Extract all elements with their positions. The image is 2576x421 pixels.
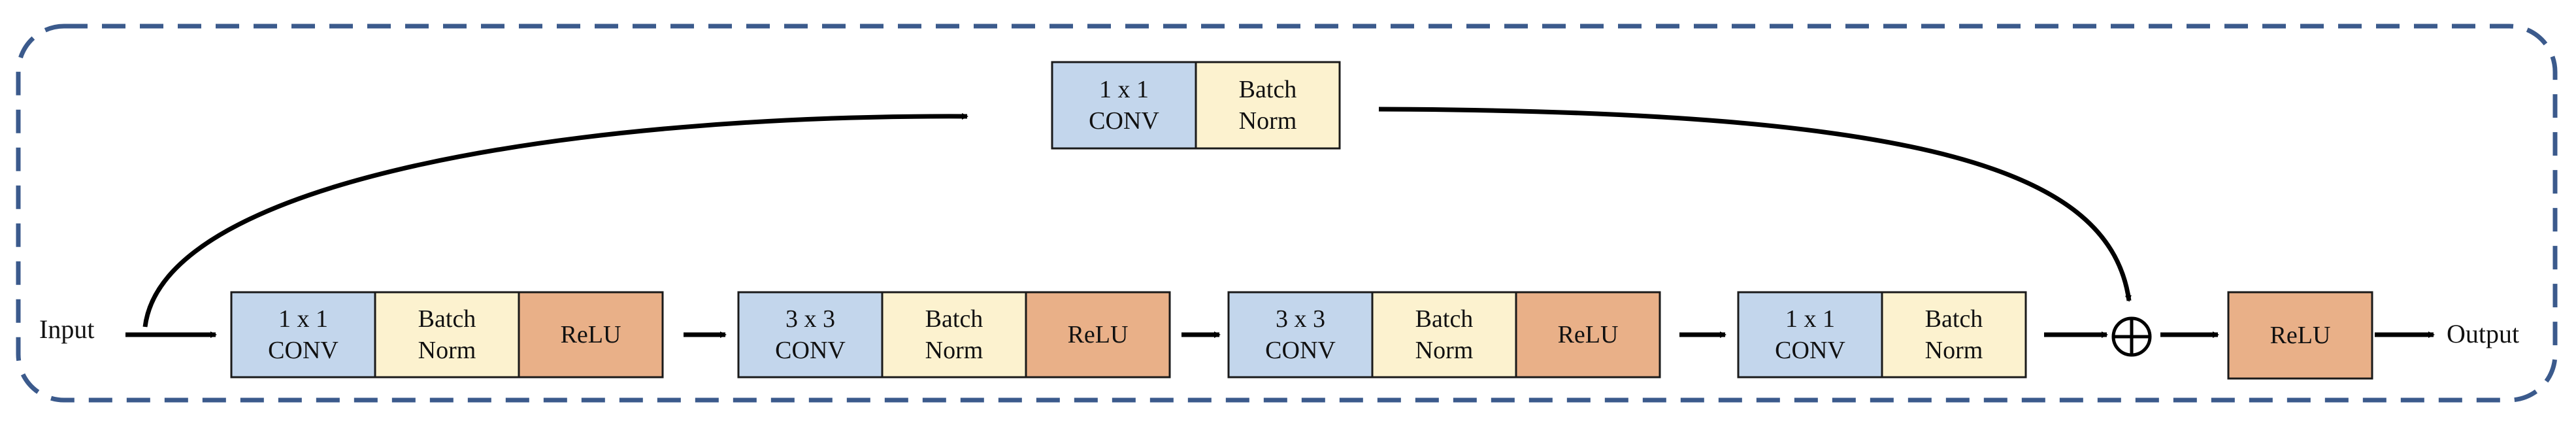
final-relu-block-label-line: ReLU: [2270, 322, 2331, 349]
stage-1-relu-block-label-line: ReLU: [561, 321, 621, 348]
stage-4-batchnorm-block-label-line: Norm: [1925, 337, 1983, 364]
stage-2-conv-block-label-line: CONV: [775, 337, 846, 364]
stage-3-relu-block-box: [1515, 291, 1661, 379]
shortcut-batchnorm-block-label-line: Batch: [1239, 76, 1297, 103]
stage-4-conv-block-label-line: CONV: [1775, 337, 1845, 364]
stage-1-batchnorm-block-label-line: Norm: [418, 337, 476, 364]
stage-1-batchnorm-block-box: [374, 291, 520, 379]
stage-4-batchnorm-block-box: [1881, 291, 2027, 379]
stage-1-relu-block: ReLU: [518, 291, 664, 379]
stage-1-conv-block-label-line: 1 x 1: [278, 305, 328, 333]
arrow-input-to-shortcut: [142, 112, 968, 328]
shortcut-batchnorm-block-label-line: Norm: [1239, 107, 1297, 135]
shortcut-conv-block-label-line: 1 x 1: [1099, 76, 1149, 103]
stage-4-conv-block: 1 x 1 CONV: [1737, 291, 1883, 379]
stage-4-conv-block-box: [1737, 291, 1883, 379]
dashed-frame: [16, 24, 2558, 403]
add-node: [2111, 316, 2152, 357]
stage-3-conv-block-label-line: 3 x 3: [1276, 305, 1325, 333]
stage-1-batchnorm-block-label-line: Batch: [418, 305, 476, 333]
stage-1-conv-block-label-line: CONV: [268, 337, 339, 364]
stage-2-batchnorm-block-label-line: Batch: [925, 305, 983, 333]
stage-3-batchnorm-block-label-line: Batch: [1415, 305, 1474, 333]
stage-2-relu-block-label-line: ReLU: [1068, 321, 1129, 348]
final-relu-block-box: [2227, 291, 2373, 380]
stage-4-batchnorm-block-label-line: Batch: [1925, 305, 1983, 333]
stage-1-relu-block-box: [518, 291, 664, 379]
stage-3-conv-block-label-line: CONV: [1265, 337, 1336, 364]
stage-2-relu-block-box: [1025, 291, 1171, 379]
shortcut-conv-block-box: [1051, 61, 1197, 150]
output-label: Output: [2447, 319, 2519, 348]
stage-2-conv-block-label-line: 3 x 3: [785, 305, 835, 333]
stage-2-batchnorm-block-label-line: Norm: [925, 337, 983, 364]
shortcut-conv-block: 1 x 1 CONV: [1051, 61, 1197, 150]
stage-4-conv-block-label-line: 1 x 1: [1785, 305, 1835, 333]
shortcut-batchnorm-block-box: [1195, 61, 1341, 150]
stage-2-relu-block: ReLU: [1025, 291, 1171, 379]
stage-3-relu-block: ReLU: [1515, 291, 1661, 379]
stage-3-conv-block: 3 x 3 CONV: [1227, 291, 1374, 379]
stage-3-relu-block-label-line: ReLU: [1558, 321, 1619, 348]
stage-1-conv-block: 1 x 1 CONV: [230, 291, 376, 379]
arrow-shortcut-to-add: [1378, 107, 2132, 302]
final-relu-block: ReLU: [2227, 291, 2373, 380]
stage-2-conv-block: 3 x 3 CONV: [737, 291, 883, 379]
stage-3-batchnorm-block-label-line: Norm: [1415, 337, 1474, 364]
input-label: Input: [39, 314, 94, 344]
shortcut-conv-block-label-line: CONV: [1089, 107, 1159, 135]
